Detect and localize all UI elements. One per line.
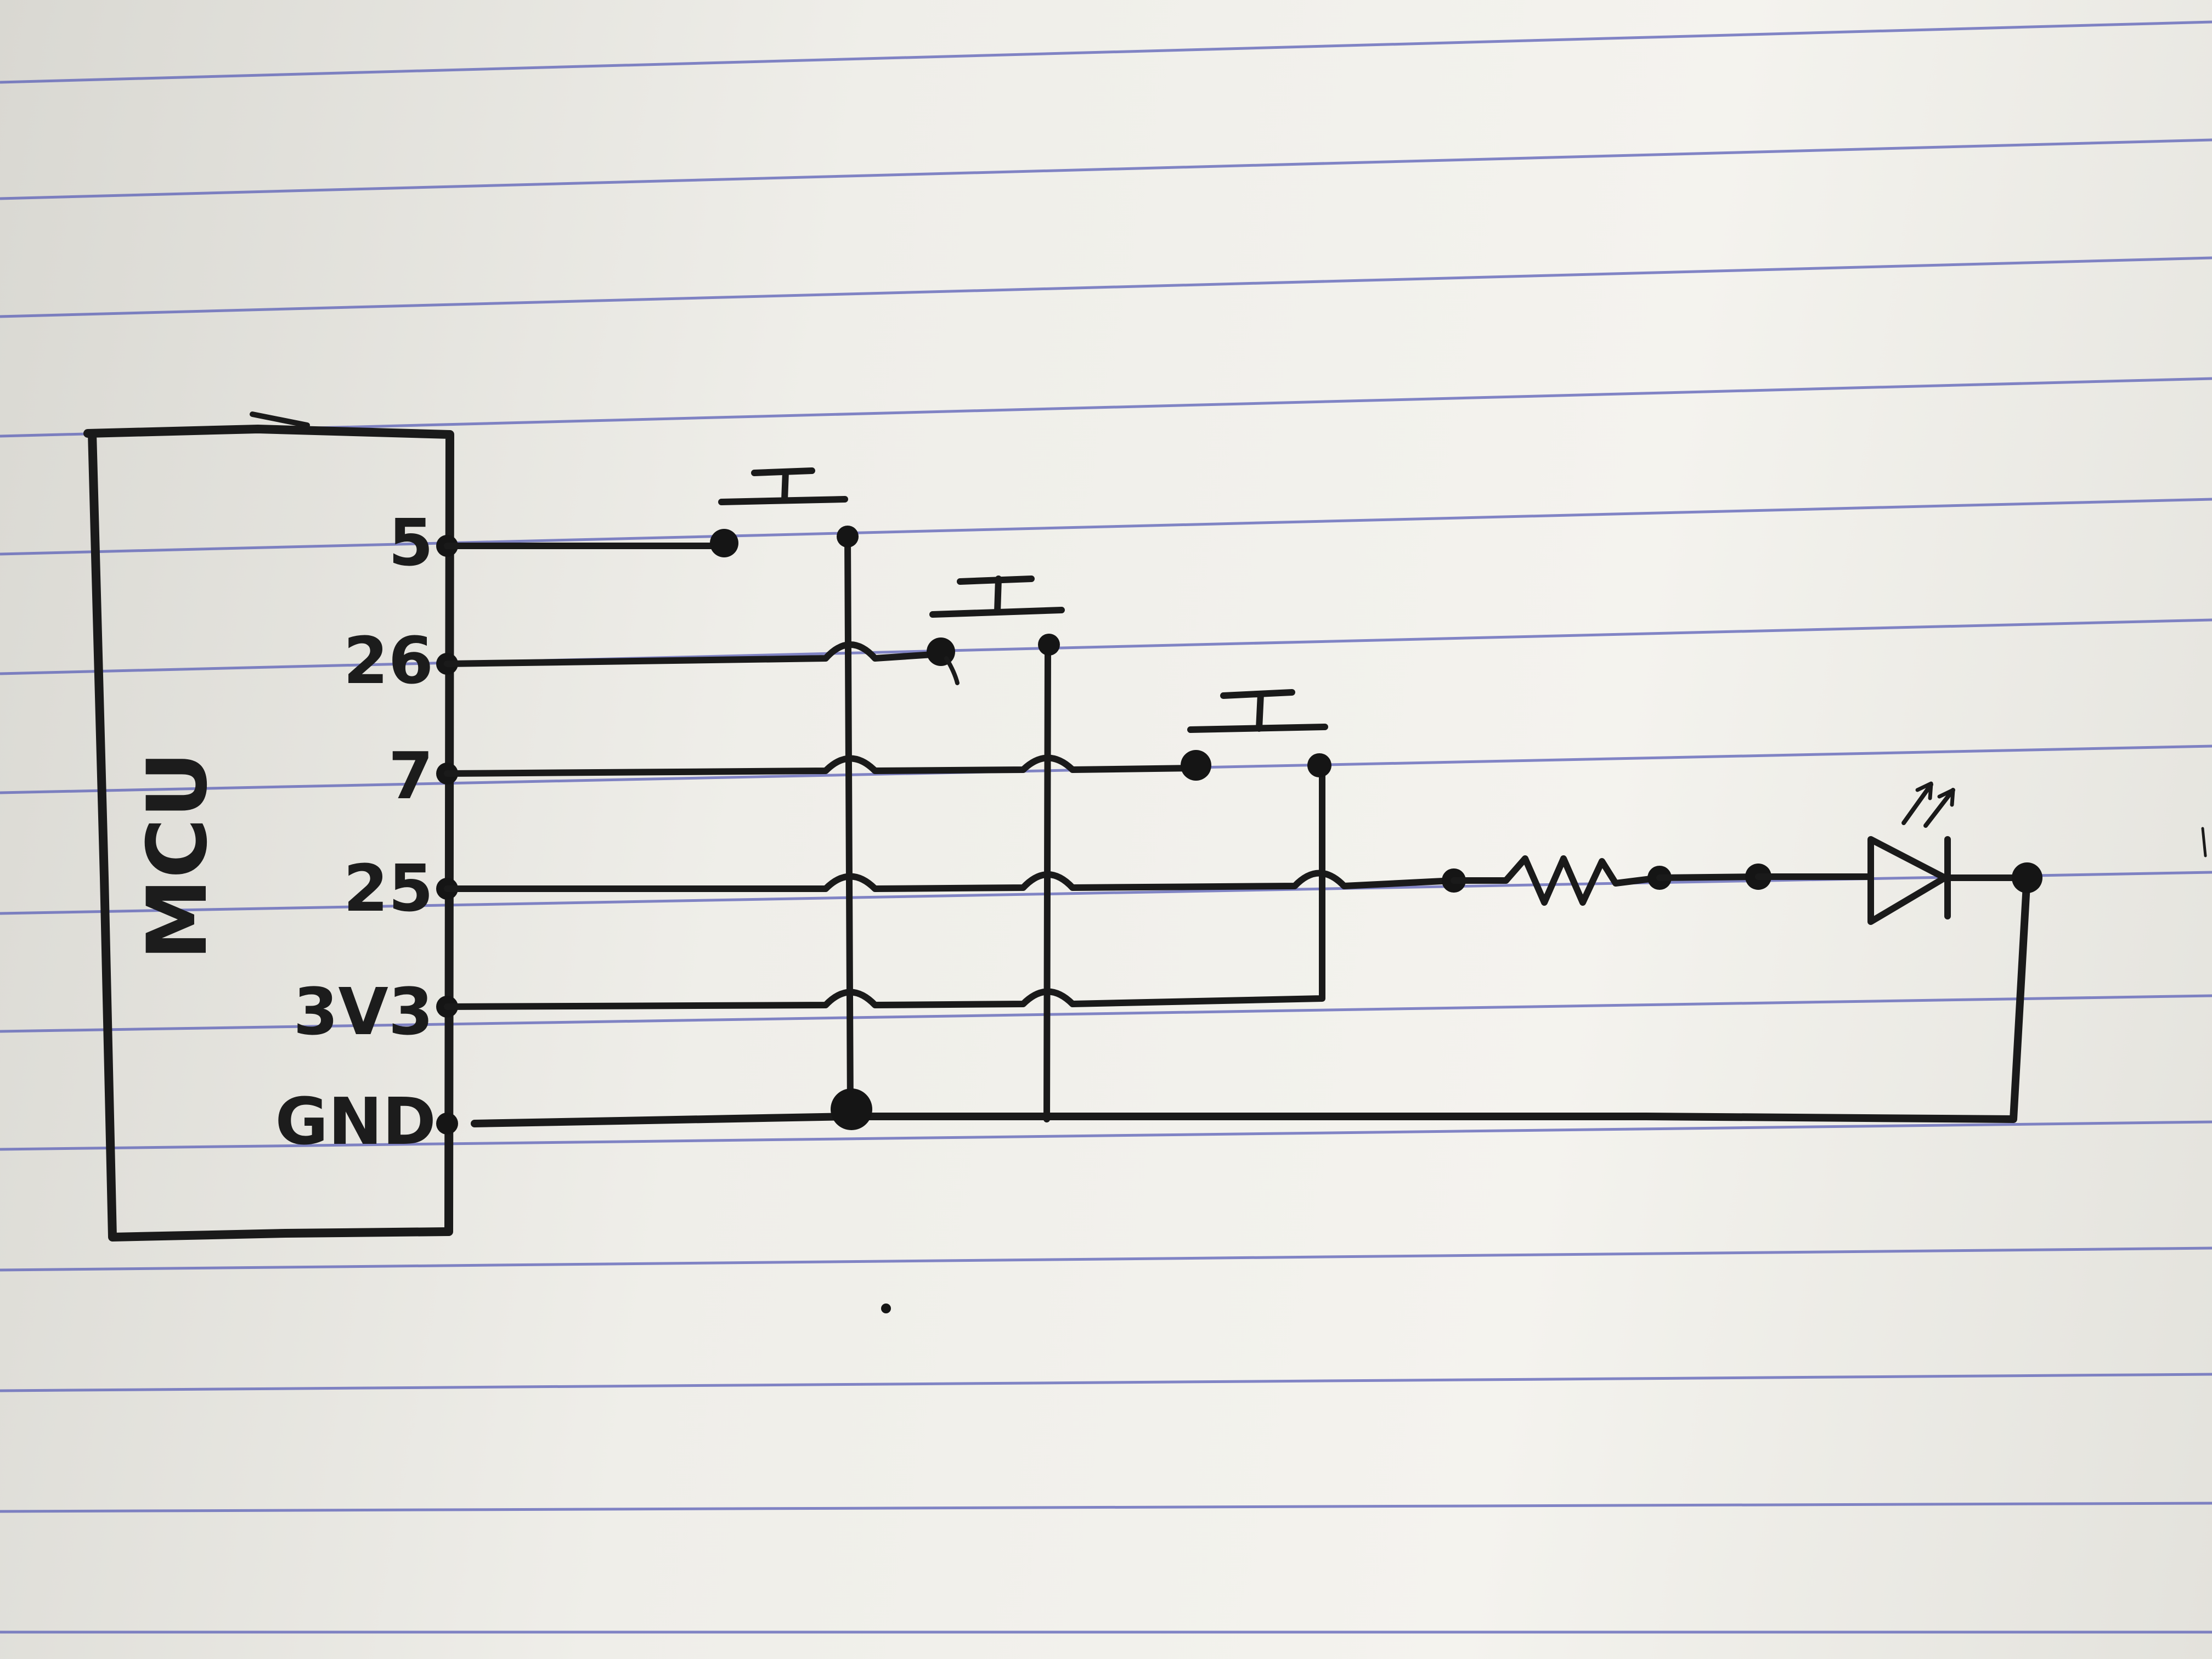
wire-3v3 <box>444 762 1325 1010</box>
button-gpio5 <box>710 467 859 557</box>
pin-label-gnd: GND <box>275 1084 436 1159</box>
pin-label-7: 7 <box>388 738 433 814</box>
resistor-icon <box>1442 855 1874 906</box>
button-gpio7 <box>1181 689 1331 781</box>
wire-button2-return <box>1043 641 1051 1122</box>
pin-label-3v3: 3V3 <box>293 974 433 1049</box>
pin-label-25: 25 <box>343 850 433 926</box>
stray-mark <box>881 1304 891 1313</box>
wire-gnd <box>471 871 2031 1127</box>
wire-pin7 <box>444 754 1199 777</box>
pin-label-26: 26 <box>343 623 433 698</box>
gnd-junction <box>831 1088 872 1130</box>
wire-pin25 <box>444 870 1457 892</box>
button-gpio26 <box>927 575 1065 685</box>
led-icon <box>1867 781 2042 925</box>
pin-label-5: 5 <box>388 505 433 580</box>
stray-mark-edge <box>2201 827 2207 857</box>
mcu-block: MCU <box>83 411 454 1242</box>
wire-button1-return <box>844 532 854 1117</box>
mcu-label: MCU <box>130 751 225 960</box>
wire-pin26 <box>444 641 944 667</box>
